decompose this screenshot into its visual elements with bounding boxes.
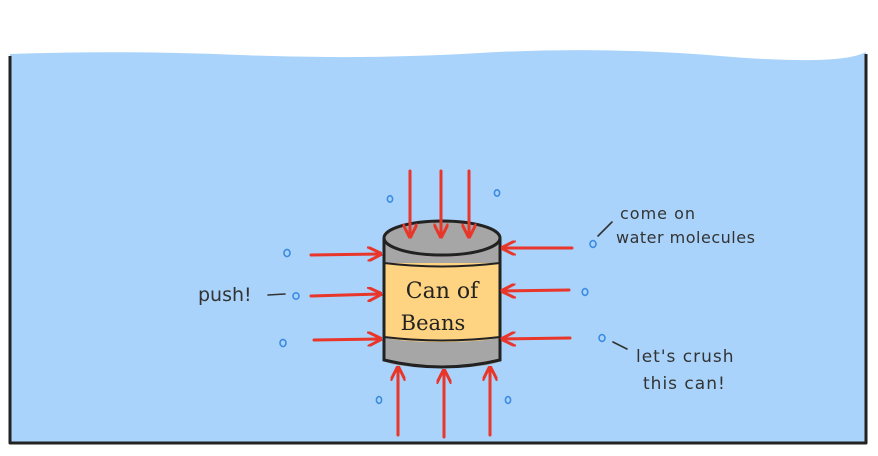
annotation-come-on-line1: come on <box>620 204 696 223</box>
arrow-left-lower <box>312 339 380 340</box>
water-molecule <box>292 291 300 300</box>
annotation-come-on-pointer <box>597 221 613 237</box>
annotation-lets-crush-line2: this can! <box>643 374 726 394</box>
annotation-push-dash <box>267 293 286 296</box>
water-molecule <box>493 189 501 198</box>
can-label-line2: Beans <box>401 311 466 335</box>
can-label-top-edge <box>383 262 501 268</box>
can-label-band <box>384 263 500 336</box>
water-molecule <box>589 239 597 249</box>
can-of-beans: Can of Beans <box>382 219 502 369</box>
arrow-right-lower <box>503 338 572 339</box>
annotation-lets-crush-line1: let's crush <box>636 347 735 367</box>
annotation-come-on-line2: water molecules <box>616 228 755 247</box>
arrow-left-upper <box>309 254 380 255</box>
can-outline-sides <box>382 238 502 369</box>
water-molecule <box>375 395 383 405</box>
annotation-lets-crush-pointer <box>612 341 628 350</box>
arrow-left-middle <box>309 294 380 296</box>
water-molecule <box>283 248 291 258</box>
can-label-bottom-line <box>383 336 501 342</box>
pressure-arrows <box>309 169 574 439</box>
water-molecules <box>279 189 606 405</box>
arrow-right-middle <box>503 290 571 291</box>
water-molecule <box>279 338 287 348</box>
water-molecule <box>598 333 606 343</box>
tank-outline <box>8 54 868 445</box>
can-label-line1: Can of <box>406 279 480 304</box>
annotation-push: push! <box>198 284 252 306</box>
annotations: push! come on water molecules let's crus… <box>198 204 755 394</box>
water-molecule <box>386 195 394 204</box>
water-molecule <box>504 395 512 405</box>
water-molecule <box>581 287 589 297</box>
